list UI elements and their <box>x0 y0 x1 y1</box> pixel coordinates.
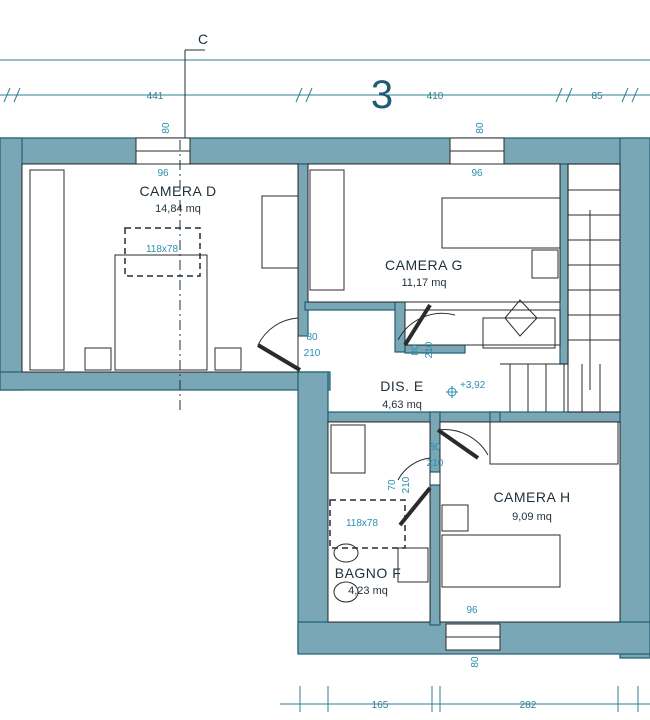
window-h-sub: 96 <box>466 605 478 616</box>
window-h-label: 80 <box>470 656 481 668</box>
room-camera-g-name: CAMERA G <box>385 257 463 273</box>
top-dim-3: 85 <box>591 91 603 102</box>
skylight-bagno-f-label: 118x78 <box>346 518 379 529</box>
window-g-label: 80 <box>475 122 486 134</box>
room-dis-e-name: DIS. E <box>380 378 423 394</box>
door-g-h: 210 <box>424 341 435 358</box>
window-d-label: 80 <box>161 122 172 134</box>
door-h-h: 210 <box>427 458 444 469</box>
door-d-h: 210 <box>304 348 321 359</box>
window-camera-g <box>449 137 505 165</box>
door-h-w: 80 <box>429 442 441 453</box>
room-camera-d-area: 14,84 mq <box>155 203 201 215</box>
window-camera-d <box>135 137 191 165</box>
bottom-dim-1: 165 <box>372 700 389 711</box>
window-camera-h <box>445 623 501 651</box>
top-dim-1: 441 <box>147 91 164 102</box>
bottom-dimension-line <box>280 686 650 712</box>
skylight-camera-d-label: 118x78 <box>146 244 179 255</box>
room-camera-h-area: 9,09 mq <box>512 511 552 523</box>
window-d-sub: 96 <box>157 168 169 179</box>
skylight-bagno-f <box>329 499 406 549</box>
door-bagno-h: 210 <box>401 476 412 493</box>
window-g-sub: 96 <box>471 168 483 179</box>
section-marker <box>184 49 205 140</box>
skylight-camera-d <box>124 227 201 277</box>
top-dim-2: 410 <box>427 91 444 102</box>
room-camera-g-area: 11,17 mq <box>401 277 446 289</box>
level-mark-label: +3,92 <box>460 380 486 391</box>
top-dimension-line <box>0 59 650 103</box>
room-bagno-f-name: BAGNO F <box>335 565 402 581</box>
section-marker-label: C <box>198 31 209 47</box>
doors <box>256 303 489 527</box>
staircase <box>500 163 621 413</box>
door-bagno-w: 70 <box>387 479 398 491</box>
level-number: 3 <box>371 73 393 117</box>
level-mark-icon <box>446 386 458 398</box>
door-g-w: 80 <box>410 344 421 356</box>
door-d-w: 80 <box>306 332 318 343</box>
furniture <box>29 169 619 603</box>
room-camera-d-name: CAMERA D <box>139 183 216 199</box>
room-bagno-f-area: 4,23 mq <box>348 585 388 597</box>
room-dis-e-area: 4,63 mq <box>382 399 422 411</box>
bottom-dim-2: 282 <box>520 700 537 711</box>
room-camera-h-name: CAMERA H <box>493 489 570 505</box>
